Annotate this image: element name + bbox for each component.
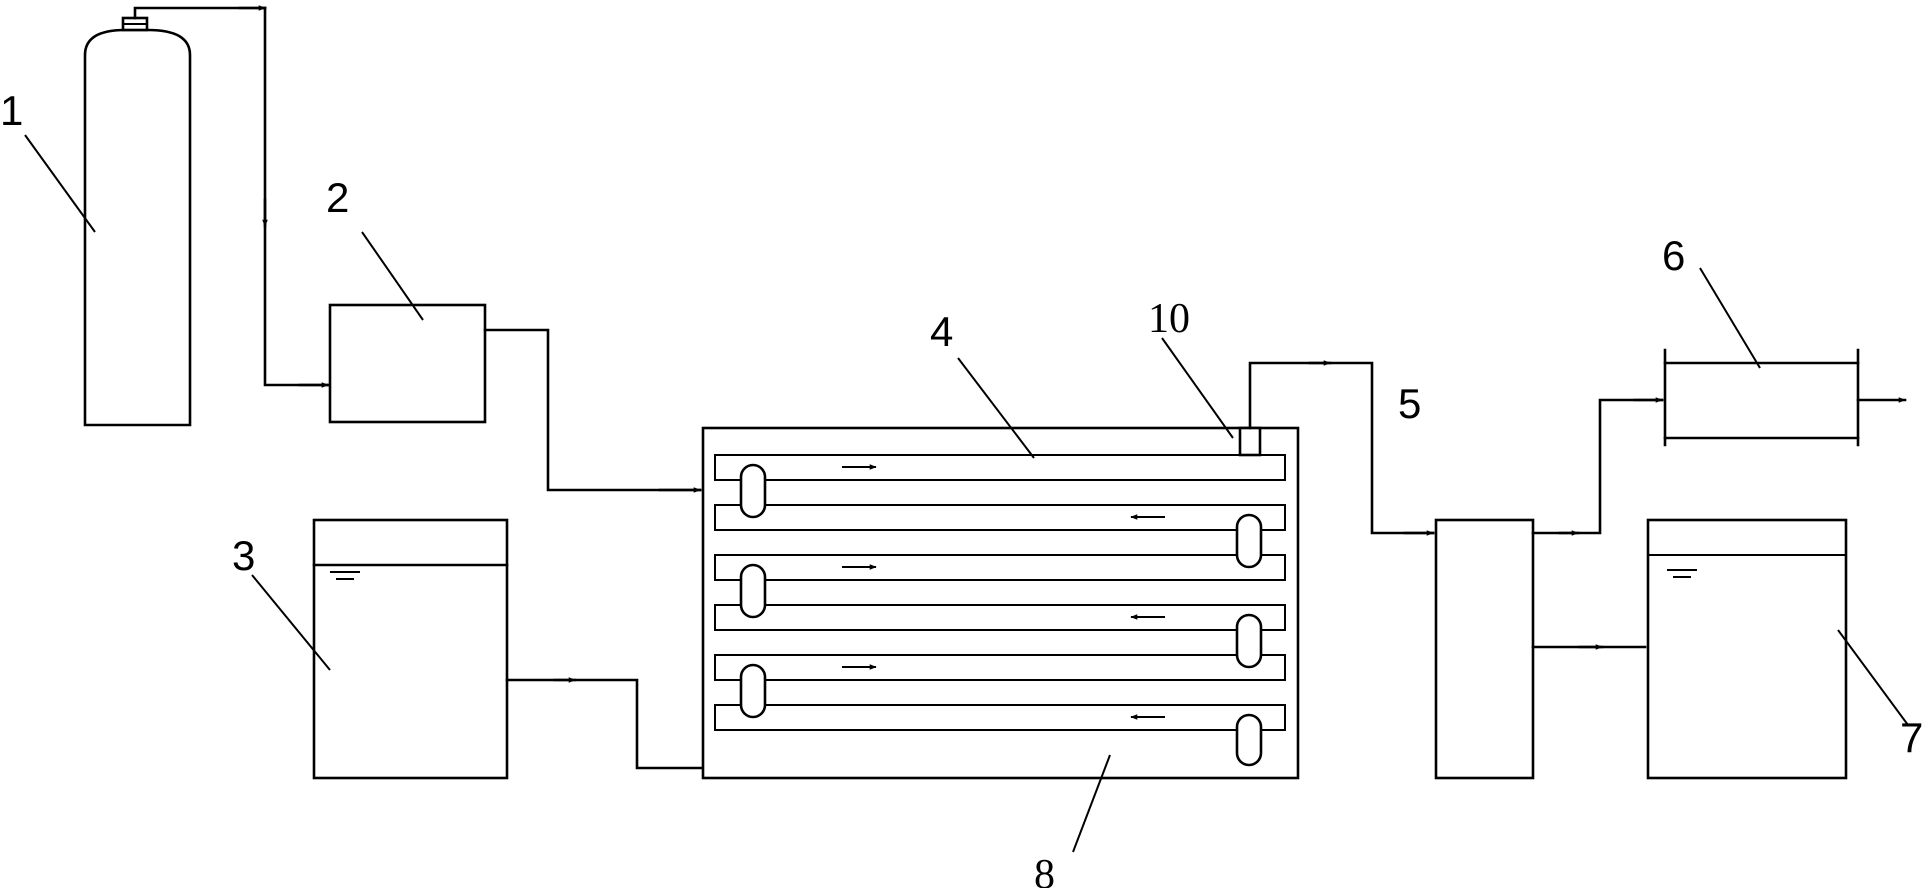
outlet-port-10 [1238, 426, 1262, 457]
water-tank-3 [312, 518, 509, 780]
gas-pipe-1-to-2 [133, 5, 330, 388]
channel-connectors [739, 463, 1263, 767]
label-6: 6 [1662, 232, 1685, 279]
pipe-5-to-6 [1531, 397, 1664, 536]
filter-tube-6 [1663, 348, 1907, 447]
label-2: 2 [326, 174, 349, 221]
label-8: 8 [1034, 852, 1055, 888]
flow-arrows [842, 464, 1165, 720]
serpentine-reactor-4 [701, 426, 1300, 780]
unit-2-box [328, 303, 487, 424]
gas-cylinder [83, 16, 192, 427]
leader-lines [24, 134, 1909, 853]
label-4: 4 [930, 308, 953, 355]
label-1: 1 [0, 87, 23, 134]
separator-5 [1434, 518, 1535, 780]
callout-labels: 1 2 3 4 10 5 6 7 8 [0, 87, 1923, 888]
label-7: 7 [1900, 714, 1923, 761]
label-5: 5 [1398, 380, 1421, 427]
pipe-4-to-5 [1248, 360, 1435, 536]
label-10: 10 [1148, 296, 1190, 342]
label-3: 3 [232, 532, 255, 579]
reactor-channels [714, 454, 1286, 731]
pipe-2-to-4 [483, 328, 702, 493]
collection-tank-7 [1646, 518, 1848, 780]
